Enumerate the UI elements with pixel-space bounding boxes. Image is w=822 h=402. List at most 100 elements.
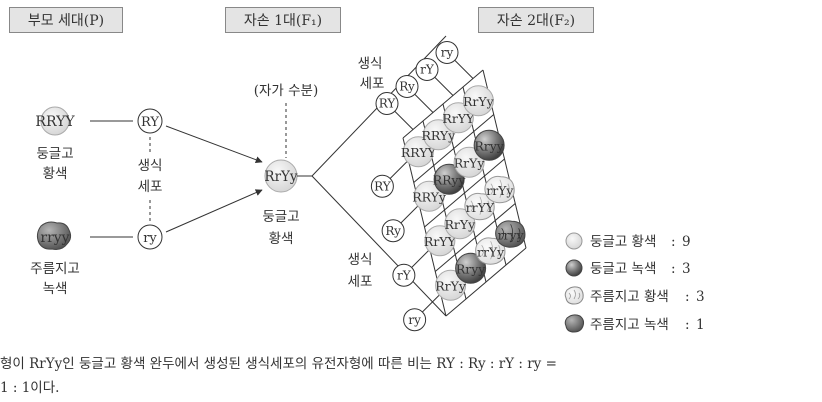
parent-phenotype-line1: 주름지고: [30, 261, 80, 277]
gamete-top-label: Ry: [399, 80, 415, 94]
legend-item-round-green: 둥글고 녹색 : 3: [565, 259, 691, 277]
gamete-circle: [392, 263, 416, 287]
parent-gamete-ry-upper: RY: [141, 115, 159, 130]
legend-label: 둥글고 황색: [590, 234, 656, 250]
wrinkle-lines: [490, 179, 510, 198]
round-yellow-pea-icon: [444, 208, 476, 240]
parent-round-yellow: RRYY 둥글고 황색: [35, 106, 75, 182]
gamete-circle: [381, 219, 405, 243]
legend-label: 주름지고 녹색: [590, 317, 669, 333]
wrinkled-yellow-pea-icon: [564, 286, 584, 305]
f2-genotype-label: rrYY: [466, 200, 495, 215]
round-yellow-pea-icon: [435, 269, 467, 301]
wrinkle-lines: [501, 224, 521, 243]
header-parent-generation: 부모 세대(P): [9, 7, 123, 33]
legend-separator: :: [685, 317, 690, 333]
round-green-pea-icon: [473, 129, 505, 161]
gamete-circle: [403, 308, 427, 332]
gamete-circle: [395, 75, 419, 98]
gamete-circle: [375, 92, 399, 115]
f2-genotype-label: RrYY: [442, 111, 475, 126]
wrinkle-lines: [568, 289, 581, 300]
grid-line: [434, 203, 516, 272]
wrinkled-green-pea-icon: [564, 314, 585, 333]
gamete-circle: [370, 174, 394, 198]
round-yellow-pea-icon: [424, 225, 456, 257]
parent-phenotype-line2: 녹색: [43, 281, 68, 297]
gamete-circle: [137, 108, 163, 134]
gamete-top-label: rY: [420, 63, 435, 77]
caption-line-2: 1 : 1이다.: [0, 380, 60, 396]
gamete-circle: [137, 224, 163, 250]
caption-line-1: 형이 RrYy인 둥글고 황색 완두에서 생성된 생식세포의 유전자형에 따른 …: [0, 356, 557, 372]
legend-ratio: 3: [682, 261, 691, 277]
wrinkled-green-pea-icon: [36, 221, 72, 250]
punnett-square: RYRYRyRyrYrYryryRRYYRRYyRrYYRrYyRRYyRRyy…: [311, 35, 527, 332]
gamete-side-label: rY: [397, 268, 412, 282]
round-yellow-pea-icon: [462, 85, 494, 117]
f2-genotype-label: RRyy: [433, 172, 467, 187]
f2-genotype-label: RrYY: [424, 234, 457, 249]
gamete-circle: [435, 41, 459, 64]
legend-item-wrinkled-green: 주름지고 녹색 : 1: [564, 314, 705, 333]
grid-line: [445, 247, 527, 317]
fertilization-arrow: [165, 189, 263, 233]
wrinkled-yellow-pea-icon: [484, 175, 515, 204]
f2-genotype-label: Rryy: [456, 261, 486, 276]
f1-phenotype-line2: 황색: [269, 231, 294, 247]
fertilization-arrow: [165, 125, 263, 164]
f2-genotype-label: RrYy: [454, 155, 486, 170]
gamete-label-bottom-line2: 세포: [348, 274, 373, 290]
gamete-label-line2: 세포: [138, 179, 163, 195]
selfing-label: (자가 수분): [254, 83, 319, 99]
f2-genotype-label: Rryy: [474, 138, 504, 153]
round-yellow-pea-icon: [565, 232, 583, 250]
f2-genotype-label: RRYy: [421, 128, 456, 143]
legend-separator: :: [671, 234, 676, 250]
f2-genotype-label: RrYy: [435, 278, 467, 293]
gamete-side-label: RY: [374, 179, 392, 193]
f2-genotype-label: RRYy: [412, 189, 447, 204]
parent-gamete-ry-lower: ry: [143, 231, 157, 246]
round-yellow-pea-icon: [40, 106, 70, 136]
gamete-side-label: Ry: [385, 224, 401, 238]
parent-genotype-rryy-lower: rryy: [40, 230, 69, 246]
wrinkle-lines: [470, 196, 490, 215]
f2-genotype-label: RRYY: [401, 145, 437, 160]
round-yellow-pea-icon: [413, 180, 445, 212]
gamete-label-top-line2: 세포: [360, 76, 385, 92]
parent-genotype-rryy-upper: RRYY: [35, 114, 75, 130]
round-yellow-pea-icon: [402, 136, 434, 168]
gamete-circle: [415, 58, 439, 81]
legend-ratio: 1: [696, 317, 705, 333]
legend-item-round-yellow: 둥글고 황색 : 9: [565, 232, 691, 250]
round-yellow-pea-icon: [442, 102, 474, 134]
round-yellow-pea-icon: [453, 146, 485, 178]
legend-ratio: 9: [682, 234, 691, 250]
wrinkled-yellow-pea-icon: [464, 192, 495, 221]
parent-phenotype-line2: 황색: [43, 166, 68, 182]
header-f2-generation: 자손 2대(F₂): [478, 7, 594, 33]
wrinkled-yellow-pea-icon: [475, 237, 506, 265]
legend: 둥글고 황색 : 9 둥글고 녹색 : 3 주름지고 황색 : 3 주름지고 녹…: [564, 232, 705, 333]
round-yellow-pea-icon: [422, 119, 454, 151]
f2-genotype-label: RrYy: [445, 217, 477, 232]
f2-genotype-label: rrYy: [486, 183, 514, 198]
parent-phenotype-line1: 둥글고: [36, 146, 73, 162]
gamete-side-label: ry: [408, 313, 421, 327]
legend-item-wrinkled-yellow: 주름지고 황색 : 3: [564, 286, 705, 305]
round-green-pea-icon: [433, 163, 465, 195]
grid-line: [424, 158, 505, 228]
legend-separator: :: [685, 289, 690, 305]
header-f1-generation: 자손 1대(F₁): [225, 7, 341, 33]
legend-ratio: 3: [696, 289, 705, 305]
gamete-top-label: RY: [379, 97, 397, 111]
f2-genotype-label: rryy: [498, 227, 525, 242]
gamete-label-top-line1: 생식: [358, 56, 383, 72]
gamete-label-line1: 생식: [138, 158, 163, 174]
wrinkle-lines: [481, 241, 501, 260]
f1-phenotype-line1: 둥글고: [262, 209, 299, 225]
f1-genotype: RrYy: [264, 169, 298, 185]
legend-separator: :: [671, 261, 676, 277]
